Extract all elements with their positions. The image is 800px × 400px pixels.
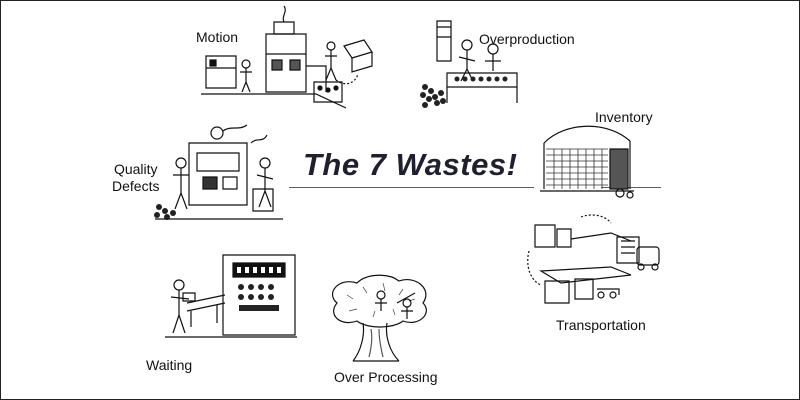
label-waiting: Waiting [146, 357, 193, 373]
label-inventory: Inventory [595, 109, 653, 125]
label-over-processing: Over Processing [334, 369, 438, 385]
transportation-illustration [521, 211, 671, 315]
label-overproduction: Overproduction [479, 31, 575, 47]
over-processing-illustration [323, 273, 435, 365]
label-transportation: Transportation [556, 317, 646, 333]
label-defects: Defects [112, 178, 160, 194]
quality-defects-illustration [154, 123, 285, 220]
right-rule [601, 187, 661, 188]
label-quality-defects: Quality Defects [112, 161, 159, 195]
left-rule [289, 187, 534, 188]
slide-title: The 7 Wastes! [303, 147, 518, 182]
inventory-illustration [536, 119, 636, 199]
waiting-illustration [161, 253, 301, 343]
label-motion: Motion [196, 29, 239, 45]
overproduction-illustration [420, 17, 521, 108]
motion-illustration [196, 16, 376, 108]
label-quality: Quality [113, 161, 158, 177]
